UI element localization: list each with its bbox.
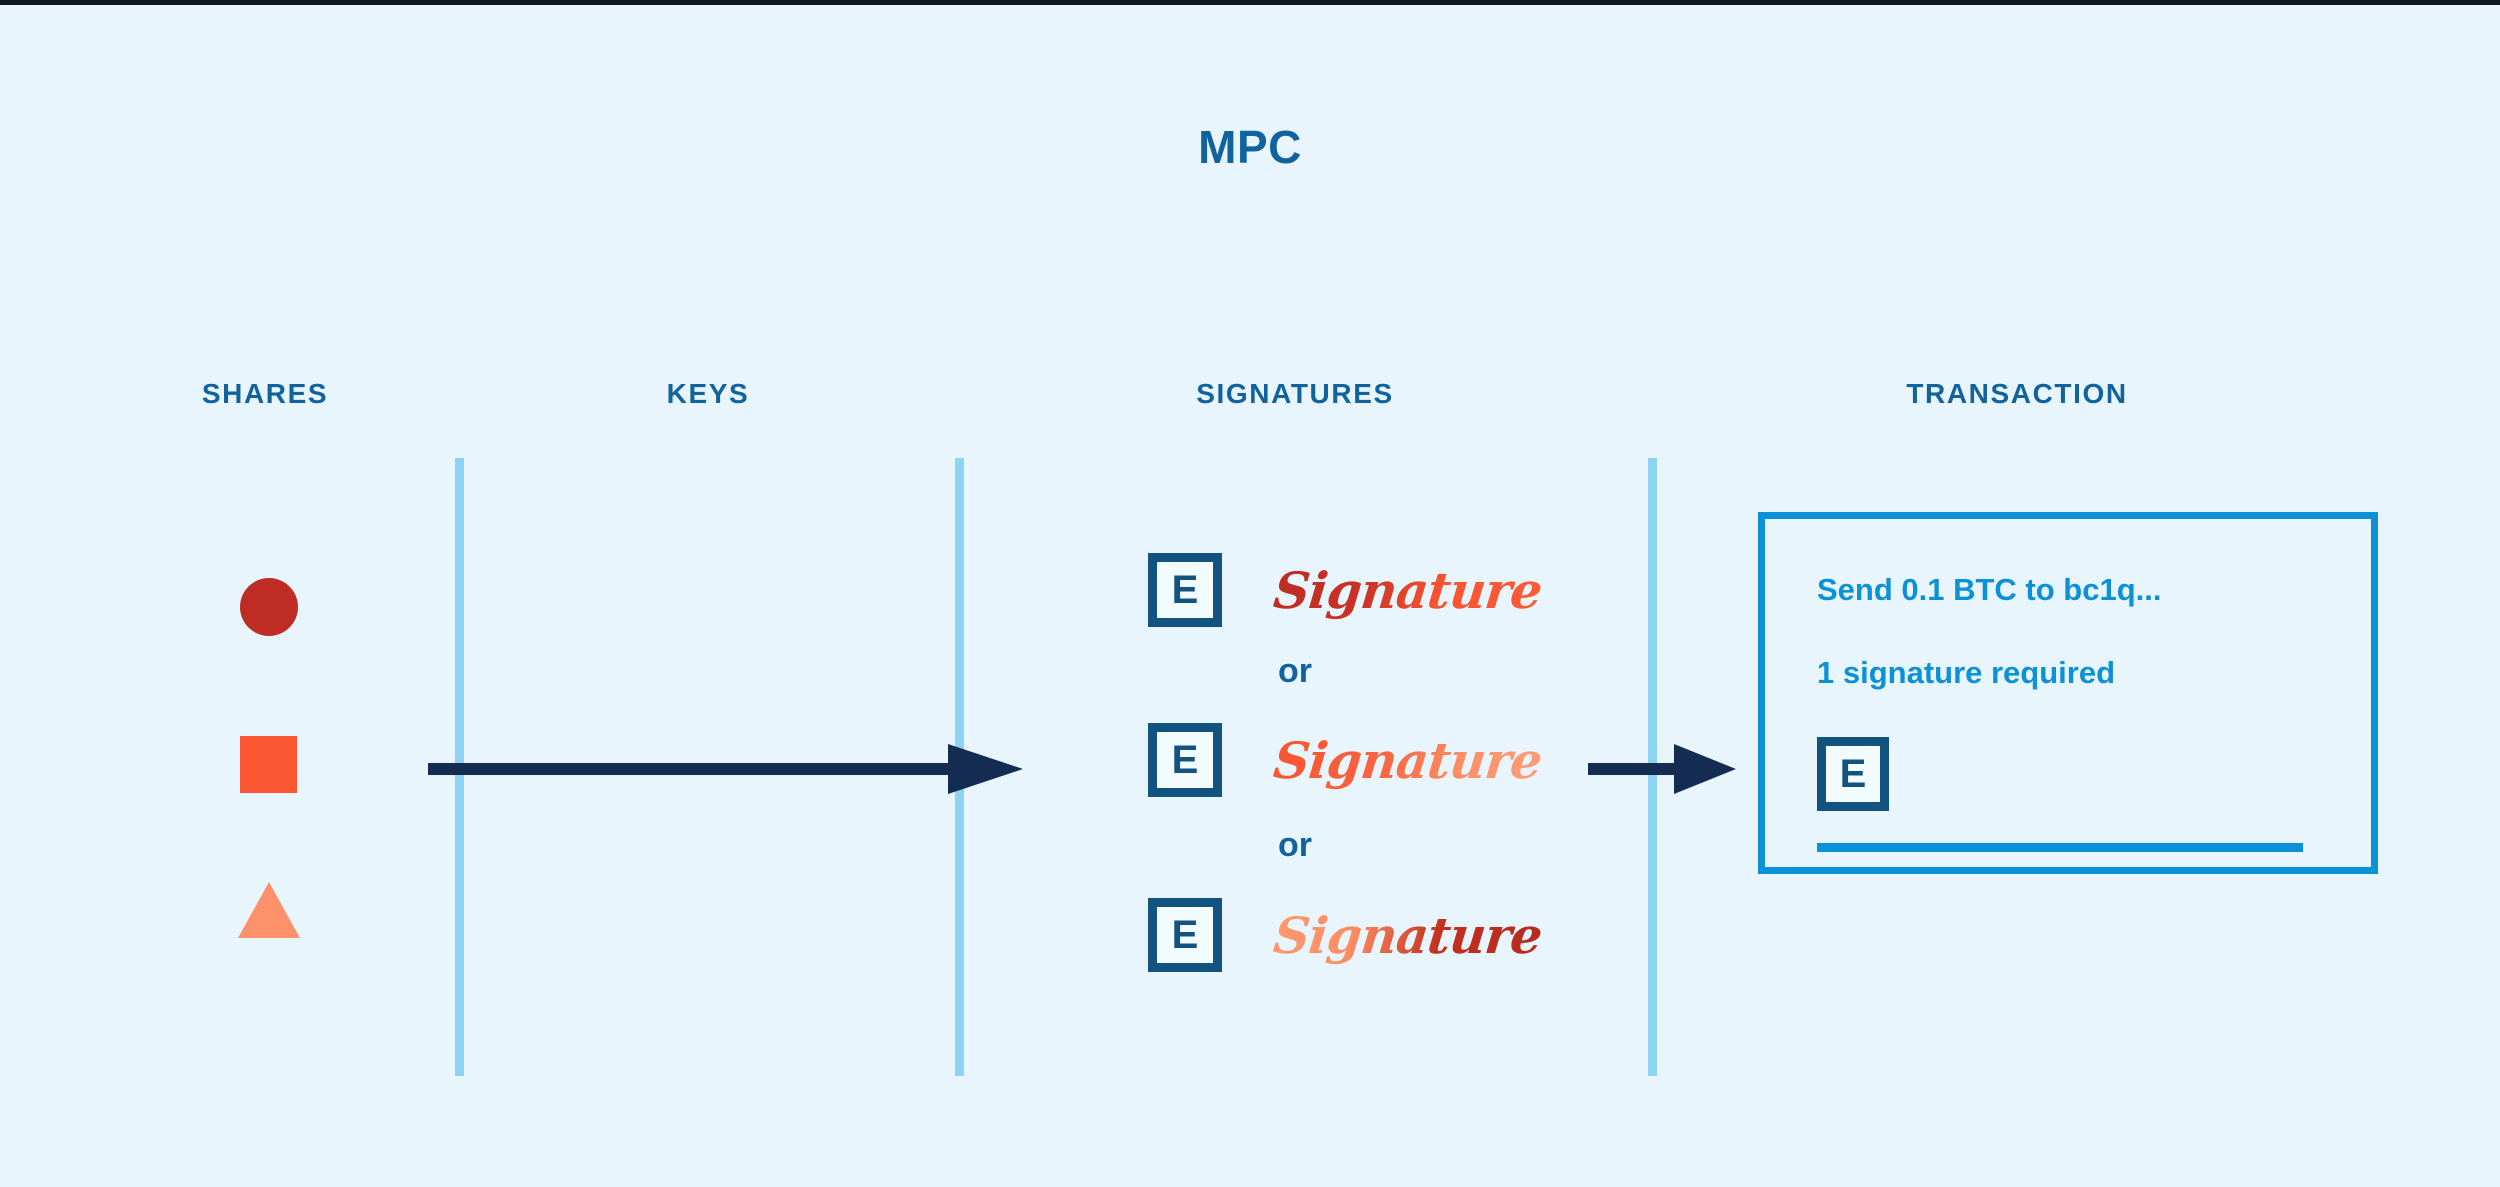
signature-text: Signature: [1270, 560, 1545, 620]
column-header-shares: SHARES: [201, 378, 329, 409]
transaction-detail-line: Send 0.1 BTC to bc1q...: [1817, 572, 2162, 607]
share-triangle-icon: [238, 882, 300, 938]
column-header-signatures: SIGNATURES: [1196, 378, 1394, 409]
page-title: MPC: [1198, 121, 1302, 173]
column-header-keys: KEYS: [666, 378, 750, 409]
transaction-signature-underline: [1817, 843, 2303, 852]
share-circle-icon: [240, 578, 298, 636]
transaction-requirement-line: 1 signature required: [1817, 655, 2116, 690]
transaction-signature-badge-icon: E: [1817, 737, 1889, 811]
top-rule-divider: [0, 0, 2500, 5]
or-connector-label: or: [1278, 652, 1312, 690]
or-connector-label: or: [1278, 826, 1312, 864]
signature-row: E Signature: [1148, 893, 1578, 977]
signature-badge-icon: E: [1148, 553, 1222, 627]
transaction-card: Send 0.1 BTC to bc1q... 1 signature requ…: [1758, 512, 2378, 874]
column-header-transaction: TRANSACTION: [1906, 378, 2128, 409]
signature-row: E Signature: [1148, 718, 1578, 802]
signature-badge-icon: E: [1148, 723, 1222, 797]
signature-row: E Signature: [1148, 548, 1578, 632]
signature-badge-icon: E: [1148, 898, 1222, 972]
share-square-icon: [240, 736, 297, 793]
flow-arrow-secondary-icon: [1588, 744, 1736, 794]
flow-arrow-icon: [428, 744, 1023, 794]
signature-text: Signature: [1270, 730, 1545, 790]
signature-text: Signature: [1270, 905, 1545, 965]
